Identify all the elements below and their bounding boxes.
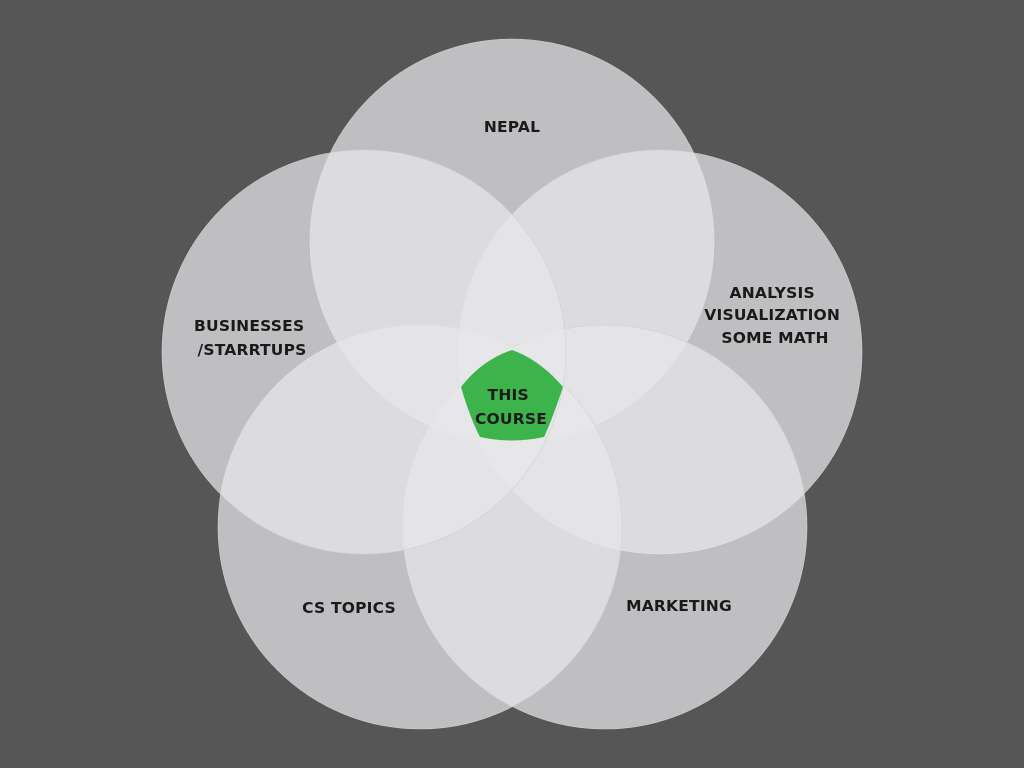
label-center-line: THIS xyxy=(488,386,529,404)
label-nepal-line: NEPAL xyxy=(484,118,540,136)
label-center: THIS COURSE xyxy=(475,386,547,428)
label-center-line: COURSE xyxy=(475,410,547,428)
label-cs-topics-line: CS TOPICS xyxy=(302,599,396,617)
label-nepal: NEPAL xyxy=(484,118,540,136)
venn-labels: NEPAL ANALYSIS VISUALIZATION SOME MATH M… xyxy=(194,118,845,617)
label-marketing-line: MARKETING xyxy=(626,597,732,615)
center-region xyxy=(461,350,563,441)
label-marketing: MARKETING xyxy=(626,597,732,615)
circle-businesses xyxy=(161,149,567,555)
label-businesses-line: /STARRTUPS xyxy=(197,341,306,359)
label-businesses: BUSINESSES /STARRTUPS xyxy=(194,317,310,359)
label-businesses-line: BUSINESSES xyxy=(194,317,304,335)
label-cs-topics: CS TOPICS xyxy=(302,599,396,617)
label-analysis-line: SOME MATH xyxy=(721,329,828,347)
label-analysis-line: VISUALIZATION xyxy=(704,306,840,324)
label-analysis: ANALYSIS VISUALIZATION SOME MATH xyxy=(704,284,845,347)
label-analysis-line: ANALYSIS xyxy=(730,284,815,302)
